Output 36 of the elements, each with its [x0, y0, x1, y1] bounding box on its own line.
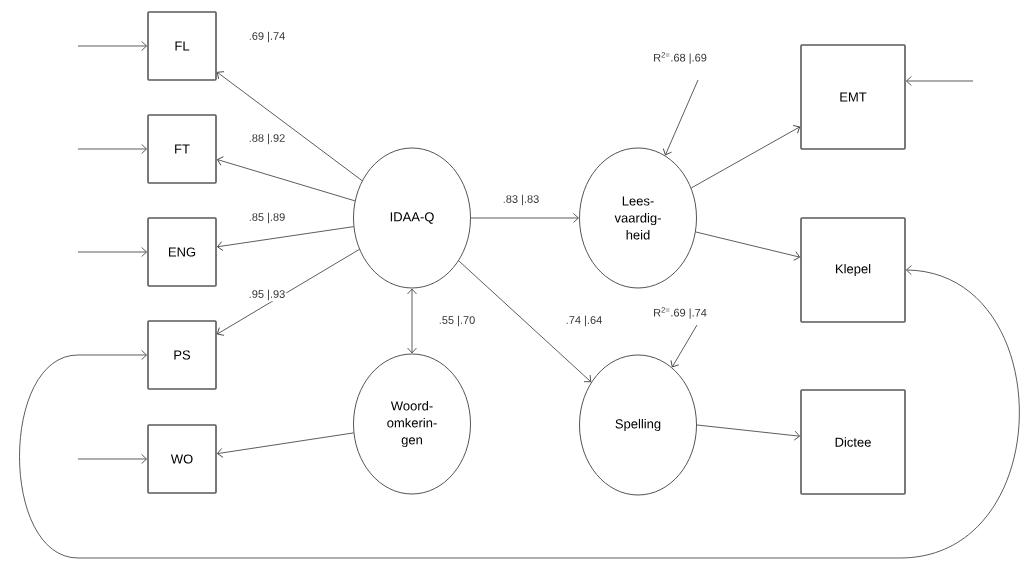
edge-label: .83 |.83: [501, 193, 541, 207]
observed-variable-box: WO: [147, 424, 217, 494]
edge-label: .85 |.89: [247, 211, 287, 225]
arrow: [696, 424, 800, 441]
arrow: [670, 324, 698, 368]
arrow: [77, 41, 147, 51]
arrow: [407, 288, 417, 354]
arrow: [906, 76, 974, 86]
observed-variable-box: Klepel: [800, 217, 906, 323]
edge-label: .69 |.74: [247, 30, 287, 44]
arrow: [458, 260, 592, 383]
observed-variable-box: FT: [147, 114, 217, 184]
edge-label: .88 |.92: [247, 132, 287, 146]
observed-variable-box: FL: [147, 11, 217, 81]
arrow: [77, 454, 147, 464]
arrow: [216, 71, 363, 181]
arrow: [217, 226, 354, 251]
arrow: [470, 213, 579, 223]
observed-variable-box: EMT: [800, 44, 906, 150]
observed-variable-box: PS: [147, 320, 217, 390]
arrow: [19, 265, 1020, 559]
arrow: [77, 144, 147, 154]
arrow: [217, 432, 354, 458]
observed-variable-box: Dictee: [800, 389, 906, 495]
arrow: [77, 247, 147, 257]
edge-label: R$^{2=}$.69 |.74: [652, 306, 708, 320]
arrow: [690, 125, 801, 189]
arrow: [216, 249, 360, 336]
edge-label: .95 |.93: [247, 288, 287, 302]
edge-label: .74 |.64: [564, 314, 604, 328]
arrow: [217, 156, 356, 202]
observed-variable-box: ENG: [147, 217, 217, 287]
edge-label: R$^{2=}$.68 |.69: [652, 51, 708, 65]
edge-label: .55 |.70: [437, 314, 477, 328]
arrow: [662, 79, 699, 156]
arrow: [695, 231, 800, 261]
